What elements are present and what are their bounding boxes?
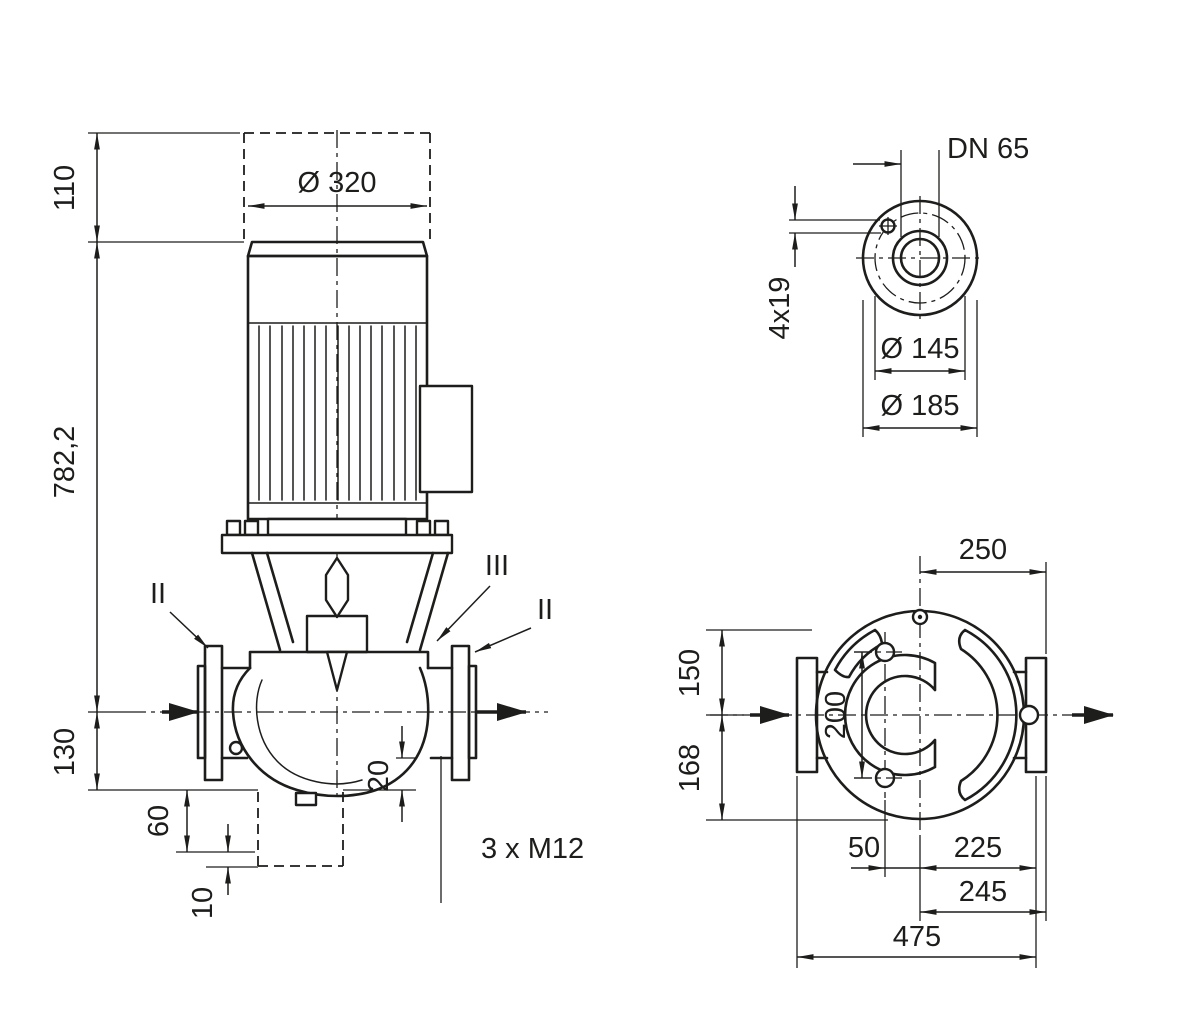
dim-label-168: 168 xyxy=(674,744,706,792)
terminal-box xyxy=(418,384,474,494)
plan-view: 250 150 168 200 50 225 xyxy=(674,534,1114,968)
section-marker-right: II xyxy=(474,594,553,653)
casing-details xyxy=(833,608,1040,802)
dim-label-150: 150 xyxy=(674,649,706,697)
dim-168: 168 xyxy=(674,715,888,821)
dim-label-10: 10 xyxy=(187,887,219,919)
dim-dn65: DN 65 xyxy=(853,133,1029,237)
volute-casing xyxy=(196,644,478,807)
dim-50: 50 xyxy=(848,832,920,871)
flange-outer-circle xyxy=(861,199,979,317)
dim-overall-782: 782,2 xyxy=(49,242,128,713)
motor-stool xyxy=(220,517,454,555)
dim-4x19: 4x19 xyxy=(764,186,881,339)
dim-475: 475 xyxy=(797,921,1036,960)
dim-label-245: 245 xyxy=(959,876,1007,908)
dim-label-130: 130 xyxy=(49,728,81,776)
dim-label-320: Ø 320 xyxy=(298,167,377,199)
section-marker-left: II xyxy=(150,578,209,649)
dim-185: Ø 185 xyxy=(862,300,978,437)
dim-250: 250 xyxy=(920,534,1047,654)
dim-foot-20: 20 xyxy=(343,726,416,822)
dim-label-200: 200 xyxy=(820,691,852,739)
support-foot-dashed xyxy=(257,792,344,867)
section-label-II-left: II xyxy=(150,578,166,610)
dim-145: Ø 145 xyxy=(874,296,966,380)
dim-245: 245 xyxy=(920,876,1046,915)
dim-label-475: 475 xyxy=(893,921,941,953)
motor-withdrawal-space xyxy=(243,132,431,242)
bore-circle xyxy=(899,237,941,279)
dim-label-20: 20 xyxy=(363,760,395,792)
bolt-hole xyxy=(879,217,897,235)
label-tap-holes-m12: 3 x M12 xyxy=(440,756,584,903)
section-label-III: III xyxy=(485,550,509,582)
dim-label-110: 110 xyxy=(49,165,81,211)
section-marker-center: III xyxy=(436,550,509,642)
flange-view: DN 65 4x19 Ø 145 Ø 185 xyxy=(764,133,1029,437)
flange-centerlines xyxy=(856,196,984,322)
dim-label-782: 782,2 xyxy=(49,426,81,499)
dim-label-50: 50 xyxy=(848,832,880,864)
dim-label-3xm12: 3 x M12 xyxy=(481,833,584,865)
dim-150: 150 xyxy=(674,629,812,716)
dim-label-225: 225 xyxy=(954,832,1002,864)
dim-clearance-110: 110 xyxy=(49,132,244,243)
plan-centerlines xyxy=(710,556,1096,838)
front-view: 110 782,2 130 Ø 320 60 10 xyxy=(49,130,584,919)
lantern xyxy=(250,551,450,654)
dim-200: 200 xyxy=(820,651,872,779)
bolt-circle xyxy=(874,212,966,304)
dim-label-145: Ø 145 xyxy=(881,333,960,365)
dim-port-height-130: 130 xyxy=(49,712,258,791)
bottom-extension-lines xyxy=(796,776,1047,968)
dim-label-185: Ø 185 xyxy=(881,390,960,422)
dim-label-dn65: DN 65 xyxy=(947,133,1029,165)
dim-225: 225 xyxy=(920,832,1036,871)
dim-label-250: 250 xyxy=(959,534,1007,566)
dim-label-4x19: 4x19 xyxy=(764,277,796,340)
dim-label-60: 60 xyxy=(143,805,175,837)
section-label-II-right: II xyxy=(537,594,553,626)
dim-foot-60: 60 xyxy=(143,790,255,853)
dim-base-10: 10 xyxy=(187,824,258,919)
raised-face-circle xyxy=(891,229,949,287)
dim-motor-dia-320: Ø 320 xyxy=(248,167,427,209)
